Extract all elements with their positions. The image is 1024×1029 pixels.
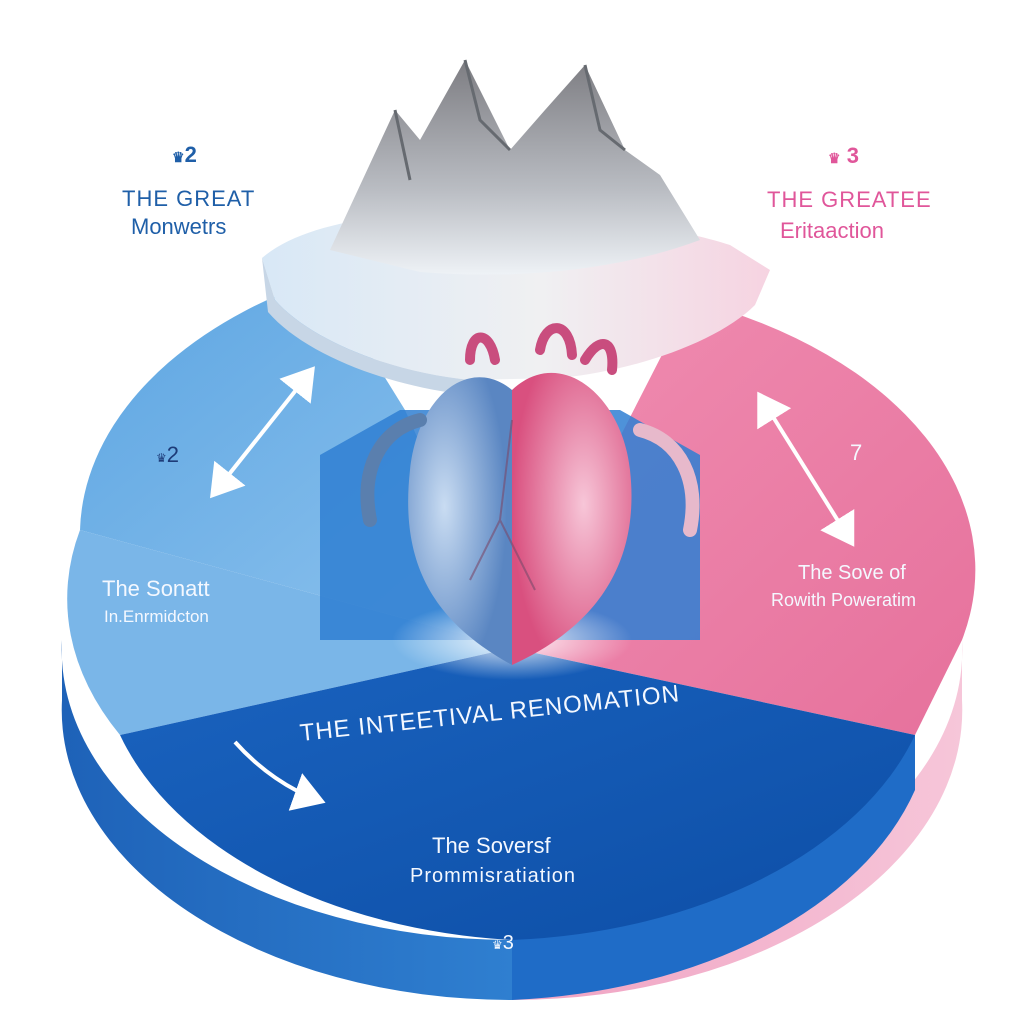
double-arrow-icon (757, 391, 855, 547)
crown-icon: ♛ (172, 149, 185, 165)
heart-icon (360, 323, 700, 665)
segment-bottom (120, 648, 915, 940)
crown-icon: ♛ (156, 451, 167, 465)
left-number: ♛2 (156, 442, 180, 467)
label-top-left-title: THE GREAT (122, 186, 256, 211)
mountain-icon (262, 59, 770, 395)
label-left-subtitle: In.Enrmidcton (104, 607, 209, 626)
crown-icon: ♛ (492, 938, 503, 952)
curved-arrow-icon (233, 740, 326, 811)
right-number: 7 (850, 440, 863, 465)
label-right-title: The Sove of (798, 562, 906, 584)
label-top-right-title: THE GREATEE (767, 187, 932, 212)
badge-top-right: ♛ 3 (828, 143, 859, 168)
label-right-subtitle: Rowith Poweratim (771, 590, 917, 610)
double-arrow-icon (210, 366, 315, 499)
label-bottom-subtitle: Prommisratiation (410, 865, 577, 887)
segment-left-lower (67, 530, 512, 735)
label-left-title: The Sonatt (102, 576, 210, 601)
badge-top-left: ♛2 (172, 142, 197, 167)
crown-icon: ♛ (828, 150, 841, 166)
label-top-right-subtitle: Eritaaction (780, 218, 884, 243)
label-top-left-subtitle: Monwetrs (131, 214, 227, 239)
label-bottom-title: The Soversf (432, 833, 551, 858)
bottom-number: ♛3 (492, 932, 514, 954)
